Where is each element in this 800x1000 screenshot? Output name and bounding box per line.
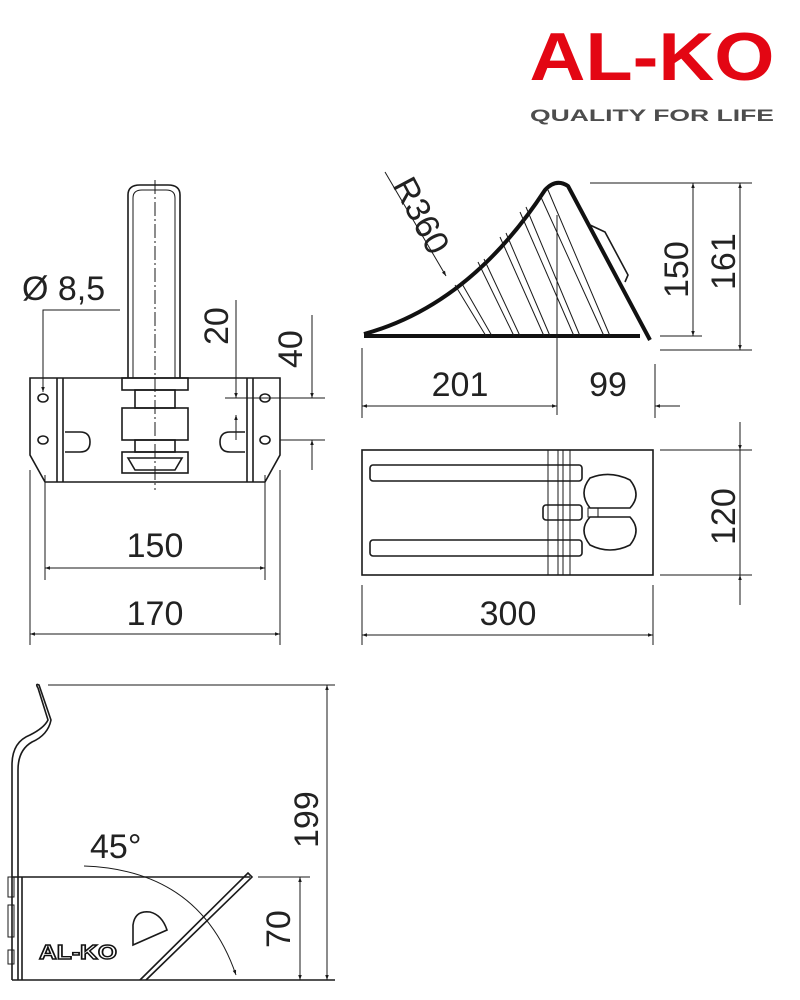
holder-stamp-logo: AL-KO [39, 942, 117, 964]
dim-300-label: 300 [480, 595, 537, 633]
hole-diameter-label: Ø 8,5 [22, 270, 105, 308]
dim-20-label: 20 [198, 307, 236, 345]
dim-161-label: 161 [705, 233, 743, 290]
alko-logo: AL-KO QUALITY FOR LIFE [530, 19, 775, 125]
dim-120-label: 120 [705, 488, 743, 545]
dim-150-height-label: 150 [658, 241, 696, 298]
dim-201-label: 201 [432, 366, 489, 404]
dim-40-label: 40 [272, 330, 310, 368]
dim-199-label: 199 [288, 791, 326, 848]
holder-side-view: AL-KO 45° 199 70 [7, 683, 335, 981]
dim-170-label: 170 [127, 595, 184, 633]
wedge-side-view: R360 150 161 201 99 [361, 171, 752, 418]
angle-label: 45° [90, 828, 141, 866]
dim-99-label: 99 [589, 366, 627, 404]
front-view: Ø 8,5 20 40 150 170 [22, 180, 325, 645]
logo-tagline: QUALITY FOR LIFE [530, 106, 774, 125]
radius-label: R360 [385, 171, 457, 261]
wedge-top-view: 120 300 [361, 422, 752, 645]
dim-70-label: 70 [260, 910, 298, 948]
logo-brand: AL-KO [530, 19, 775, 95]
dim-150-label: 150 [127, 527, 184, 565]
